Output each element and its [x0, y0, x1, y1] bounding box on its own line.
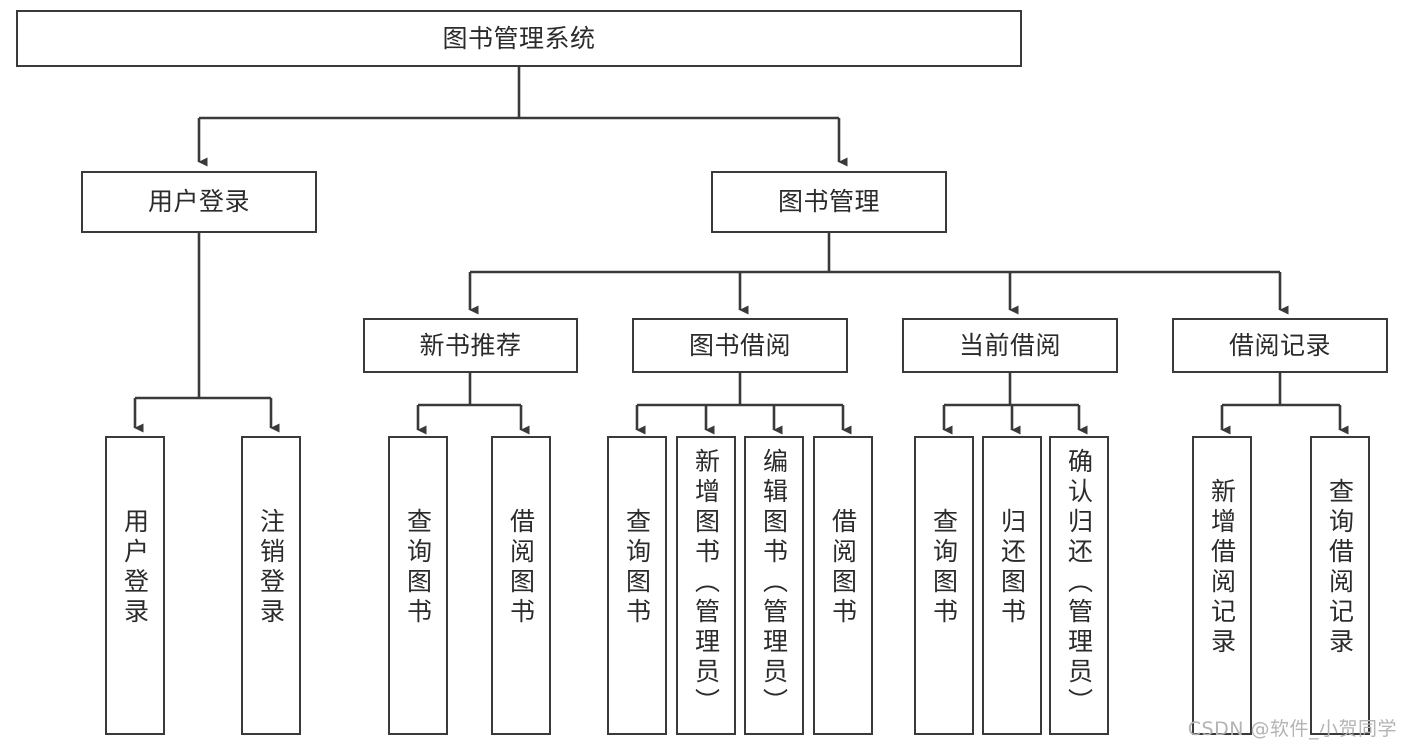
node-book-borrow-label: 图书借阅	[688, 330, 791, 360]
leaf-borrow-book-2-label: 借阅图书	[828, 508, 858, 628]
node-new-book-recommend-label: 新书推荐	[419, 330, 522, 360]
node-book-manage[interactable]: 图书管理	[711, 171, 947, 233]
leaf-user-login-label: 用户登录	[120, 508, 150, 628]
leaf-borrow-book-1-label: 借阅图书	[506, 508, 536, 628]
node-new-book-recommend[interactable]: 新书推荐	[363, 318, 578, 373]
leaf-query-record-label: 查询借阅记录	[1325, 478, 1355, 658]
leaf-add-book-label: 新增图书（管理员）	[691, 448, 721, 718]
leaf-logout-login[interactable]: 注销登录	[241, 436, 301, 735]
node-borrow-record-label: 借阅记录	[1228, 330, 1331, 360]
leaf-query-book-2[interactable]: 查询图书	[607, 436, 667, 735]
node-current-borrow[interactable]: 当前借阅	[902, 318, 1118, 373]
csdn-watermark: CSDN @软件_小贺同学	[1187, 718, 1397, 740]
leaf-query-book-3[interactable]: 查询图书	[914, 436, 974, 735]
leaf-return-book[interactable]: 归还图书	[982, 436, 1042, 735]
leaf-confirm-return-label: 确认归还（管理员）	[1064, 448, 1094, 718]
leaf-query-record[interactable]: 查询借阅记录	[1310, 436, 1370, 735]
node-borrow-record[interactable]: 借阅记录	[1172, 318, 1388, 373]
leaf-return-book-label: 归还图书	[997, 508, 1027, 628]
leaf-edit-book-label: 编辑图书（管理员）	[759, 448, 789, 718]
node-book-manage-label: 图书管理	[777, 187, 880, 217]
node-user-login[interactable]: 用户登录	[81, 171, 317, 233]
node-book-borrow[interactable]: 图书借阅	[632, 318, 848, 373]
leaf-add-record-label: 新增借阅记录	[1207, 478, 1237, 658]
leaf-confirm-return[interactable]: 确认归还（管理员）	[1049, 436, 1109, 735]
leaf-query-book-2-label: 查询图书	[622, 508, 652, 628]
leaf-add-record[interactable]: 新增借阅记录	[1192, 436, 1252, 735]
leaf-user-login[interactable]: 用户登录	[105, 436, 165, 735]
leaf-query-book-3-label: 查询图书	[929, 508, 959, 628]
leaf-edit-book[interactable]: 编辑图书（管理员）	[744, 436, 804, 735]
leaf-logout-login-label: 注销登录	[256, 508, 286, 628]
node-current-borrow-label: 当前借阅	[958, 330, 1061, 360]
node-user-login-label: 用户登录	[147, 187, 250, 217]
leaf-query-book-1[interactable]: 查询图书	[388, 436, 448, 735]
node-root[interactable]: 图书管理系统	[16, 10, 1022, 67]
node-root-label: 图书管理系统	[442, 23, 596, 53]
leaf-borrow-book-1[interactable]: 借阅图书	[491, 436, 551, 735]
leaf-query-book-1-label: 查询图书	[403, 508, 433, 628]
leaf-add-book[interactable]: 新增图书（管理员）	[676, 436, 736, 735]
leaf-borrow-book-2[interactable]: 借阅图书	[813, 436, 873, 735]
